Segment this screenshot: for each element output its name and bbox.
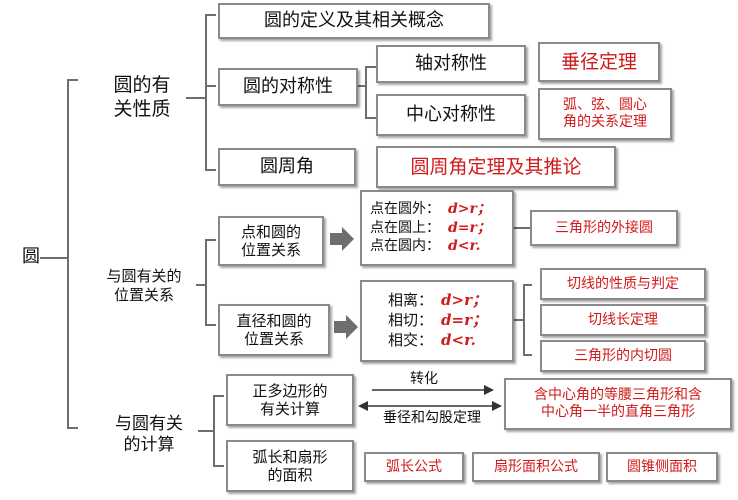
row-relation: d=r； [441, 311, 487, 330]
incircle-box: 三角形的内切圆 [540, 340, 706, 372]
axis-symmetry-box: 轴对称性 [376, 45, 526, 83]
via-label: 垂径和勾股定理 [383, 410, 481, 427]
row-label: 相交： [388, 330, 434, 349]
point-row-inside: 点在圆内： d<r. [370, 237, 480, 255]
row-label: 点在圆上： [370, 219, 440, 236]
symmetry-box: 圆的对称性 [218, 68, 358, 106]
arc-length-box: 弧长公式 [364, 452, 464, 482]
sector-area-box: 扇形面积公式 [472, 452, 600, 482]
line-relations-box: 相离： d>r； 相切： d=r； 相交： d<r. [360, 280, 514, 362]
polygon-calc-box: 正多边形的 有关计算 [226, 374, 354, 426]
arc-sector-box: 弧长和扇形 的面积 [226, 440, 354, 492]
tangent-length-box: 切线长定理 [540, 304, 706, 336]
row-label: 点在圆内： [370, 238, 440, 255]
line-row-intersect: 相交： d<r. [388, 331, 476, 351]
row-relation: d>r； [441, 291, 487, 310]
tangent-property-box: 切线的性质与判定 [540, 268, 706, 300]
transform-label: 转化 [410, 371, 438, 388]
row-label: 点在圆外： [370, 201, 440, 218]
position-label: 与圆有关的 位置关系 [106, 267, 182, 304]
point-relations-box: 点在圆外： d>r； 点在圆上： d=r； 点在圆内： d<r. [360, 190, 514, 266]
triangles-box: 含中心角的等腰三角形和含 中心角一半的直角三角形 [504, 378, 732, 430]
circumcircle-box: 三角形的外接圆 [530, 210, 678, 246]
arrow-point-relation [330, 227, 354, 251]
definition-box: 圆的定义及其相关概念 [218, 3, 490, 39]
point-circle-box: 点和圆的 位置关系 [218, 216, 324, 266]
arc-chord-theorem-box: 弧、弦、圆心 角的关系定理 [538, 88, 672, 140]
calculation-label: 与圆有关 的计算 [115, 413, 183, 455]
point-row-on: 点在圆上： d=r； [370, 219, 491, 237]
cone-area-box: 圆锥侧面积 [606, 452, 718, 482]
inscribed-angle-box: 圆周角 [218, 148, 356, 186]
row-relation: d>r； [448, 201, 491, 218]
arrow-line-relation [334, 315, 358, 339]
row-label: 相切： [388, 311, 434, 330]
row-relation: d<r. [448, 238, 481, 255]
perpendicular-theorem-box: 垂径定理 [538, 42, 660, 82]
line-circle-box: 直径和圆的 位置关系 [218, 304, 330, 356]
line-row-tangent: 相切： d=r； [388, 311, 487, 331]
properties-label: 圆的有 关性质 [113, 74, 171, 120]
center-symmetry-box: 中心对称性 [376, 94, 526, 136]
line-row-separate: 相离： d>r； [388, 291, 487, 311]
inscribed-angle-theorem-box: 圆周角定理及其推论 [376, 146, 616, 188]
row-relation: d=r； [448, 219, 491, 236]
row-label: 相离： [388, 291, 434, 310]
point-row-outside: 点在圆外： d>r； [370, 200, 491, 218]
row-relation: d<r. [441, 330, 476, 349]
root-node: 圆 [22, 245, 40, 267]
